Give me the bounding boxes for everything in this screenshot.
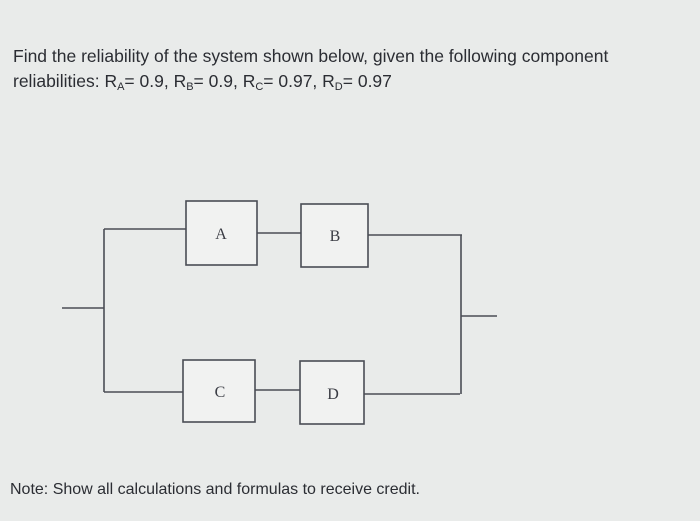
reliabilities-prefix: reliabilities: <box>13 71 105 91</box>
component-b-box <box>300 203 369 268</box>
question-text: Find the reliability of the system shown… <box>13 44 693 94</box>
reliability-a: RA= 0.9, <box>104 71 174 93</box>
note-text: Note: Show all calculations and formulas… <box>10 481 420 498</box>
question-line-2: reliabilities: RA= 0.9, RB= 0.9, RC= 0.9… <box>13 69 693 94</box>
reliability-d: RD= 0.97 <box>322 71 392 93</box>
component-a-box <box>185 200 258 266</box>
reliability-c: RC= 0.97, <box>242 71 323 93</box>
component-d-label: D <box>327 386 339 403</box>
component-a-label: A <box>215 226 227 243</box>
question-line-1: Find the reliability of the system shown… <box>13 46 609 66</box>
component-c-label: C <box>215 384 226 401</box>
component-d-box <box>299 360 365 425</box>
component-c-box <box>182 359 256 423</box>
reliability-b: RB= 0.9, <box>173 71 243 93</box>
component-b-label: B <box>330 228 341 245</box>
